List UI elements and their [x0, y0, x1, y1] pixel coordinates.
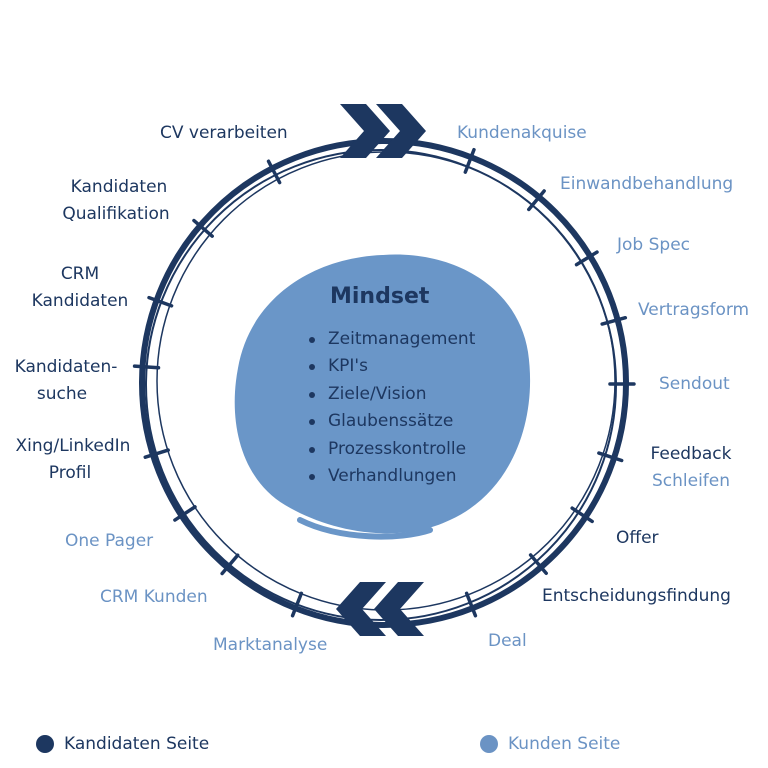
top-arrow-2 [376, 104, 426, 158]
bottom-arrow-2 [374, 582, 424, 636]
ring-tick [147, 295, 174, 308]
label-job-spec: Job Spec [617, 235, 690, 255]
label-entscheidungsfindung: Entscheidungsfindung [542, 586, 731, 606]
ring-tick [463, 147, 476, 174]
legend-dot-light [480, 735, 498, 753]
legend-dot-dark [36, 735, 54, 753]
ring-tick [600, 315, 628, 326]
label-line: Schleifen [651, 471, 731, 491]
label-crm-kandidaten: CRM Kandidaten [28, 261, 132, 315]
label-kandidatensuche: Kandidaten- suche [10, 354, 122, 408]
mindset-blob [234, 254, 531, 534]
ring-tick [464, 591, 478, 618]
label-einwandbehandlung: Einwandbehandlung [560, 174, 734, 194]
mindset-blob-edge [297, 517, 433, 540]
ring-tick [220, 553, 240, 576]
label-sendout: Sendout [659, 374, 730, 394]
bottom-arrow-1 [336, 582, 386, 636]
mindset-item: KPI's [306, 353, 475, 380]
label-line: Qualifikation [62, 204, 170, 224]
legend-label: Kandidaten Seite [64, 734, 210, 754]
label-marktanalyse: Marktanalyse [213, 635, 328, 655]
mindset-title: Mindset [330, 284, 430, 309]
ring-tick [132, 364, 161, 370]
label-line: Kandidaten- [14, 357, 118, 377]
label-offer: Offer [616, 528, 659, 548]
label-cv-verarbeiten: CV verarbeiten [160, 123, 288, 143]
label-feedback-schleifen: Feedback Schleifen [646, 441, 736, 495]
top-arrow-1 [340, 104, 390, 158]
label-vertragsform: Vertragsform [638, 300, 750, 320]
ring-tick [597, 451, 624, 463]
mindset-item: Zeitmanagement [306, 326, 475, 353]
label-line: Xing/LinkedIn [15, 436, 131, 456]
label-line: suche [36, 384, 88, 404]
ring-tick [192, 218, 214, 238]
label-kandidaten-qualifikation: Kandidaten Qualifikation [62, 174, 172, 228]
label-deal: Deal [488, 631, 527, 651]
label-line: CRM [60, 264, 100, 284]
label-line: Kandidaten [70, 177, 168, 197]
label-line: Profil [48, 463, 92, 483]
ring-tick [143, 448, 170, 459]
ring-tick [266, 159, 282, 185]
ring-tick [527, 189, 546, 212]
label-one-pager: One Pager [65, 531, 154, 551]
label-line: Feedback [650, 444, 732, 464]
label-xing-linkedin-profil: Xing/LinkedIn Profil [8, 433, 138, 487]
mindset-item: Prozesskontrolle [306, 436, 475, 463]
ring-tick [290, 591, 304, 618]
legend-label: Kunden Seite [508, 734, 621, 754]
label-kundenakquise: Kundenakquise [457, 123, 587, 143]
mindset-item: Verhandlungen [306, 463, 475, 490]
ring-tick [574, 250, 599, 267]
label-crm-kunden: CRM Kunden [100, 587, 208, 607]
mindset-item: Glaubenssätze [306, 408, 475, 435]
legend-kunden-seite: Kunden Seite [480, 734, 620, 754]
label-line: Kandidaten [31, 291, 129, 311]
mindset-item: Ziele/Vision [306, 381, 475, 408]
ring-tick [570, 506, 594, 524]
ring-tick [173, 505, 197, 522]
legend-kandidaten-seite: Kandidaten Seite [36, 734, 209, 754]
ring-tick [528, 553, 548, 576]
mindset-list: Zeitmanagement KPI's Ziele/Vision Glaube… [306, 326, 475, 490]
